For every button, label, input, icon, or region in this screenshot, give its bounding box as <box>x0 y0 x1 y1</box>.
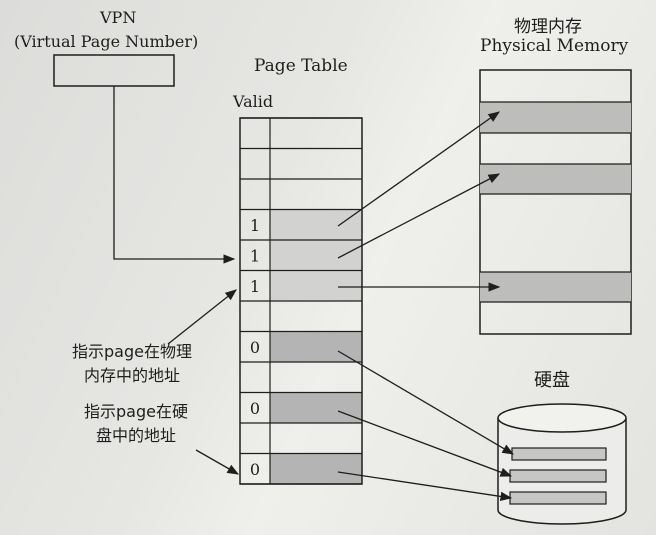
mapping-arrow-disk <box>337 350 515 455</box>
page-table-entry-shade <box>270 240 362 271</box>
valid-column-header: Valid <box>233 92 274 111</box>
memory-frame-used <box>480 272 631 302</box>
disk-block <box>511 447 607 461</box>
disk-title: 硬盘 <box>534 370 570 391</box>
valid-bit: 1 <box>250 216 260 235</box>
disk-annotation-pointer <box>195 449 240 475</box>
valid-bit: 1 <box>250 246 260 265</box>
physical-memory-title-cn: 物理内存 <box>514 17 582 37</box>
disk-address-annotation: 指示page在硬 盘中的地址 <box>84 400 188 448</box>
memory-frame-used <box>480 102 631 133</box>
mapping-arrow-memory <box>337 173 501 259</box>
page-table-title: Page Table <box>254 56 348 76</box>
valid-bit: 0 <box>250 460 260 479</box>
page-table-entry-shade <box>270 453 362 484</box>
disk-block <box>509 469 607 483</box>
vpn-subtitle: (Virtual Page Number) <box>14 32 199 51</box>
memory-address-line-2: 内存中的地址 <box>83 366 180 385</box>
page-table-rows: 1 1 1 0 0 0 <box>239 117 363 485</box>
disk-cylinder <box>497 403 627 525</box>
valid-bit: 0 <box>250 338 260 357</box>
disk-block <box>509 491 607 505</box>
page-table-entry-shade <box>270 392 362 423</box>
disk-top <box>497 403 627 433</box>
valid-bit: 0 <box>250 399 260 418</box>
mapping-arrow-disk <box>337 410 513 477</box>
mapping-arrow-disk <box>337 471 513 502</box>
mapping-arrow-memory <box>337 111 500 227</box>
vpn-box <box>53 54 175 87</box>
disk-address-line-2: 盘中的地址 <box>95 426 176 445</box>
physical-memory-block <box>479 69 632 335</box>
vpn-title: VPN <box>100 8 137 27</box>
memory-address-annotation: 指示page在物理 内存中的地址 <box>72 340 192 388</box>
vpn-lookup-arrow <box>113 86 236 264</box>
memory-frame-used <box>480 164 631 194</box>
disk-address-line-1: 指示page在硬 <box>84 402 188 421</box>
page-table-frame <box>239 117 363 485</box>
page-table-entry-shade <box>270 209 362 240</box>
page-table-entry-shade <box>270 331 362 362</box>
memory-address-line-1: 指示page在物理 <box>72 342 192 361</box>
valid-bit: 1 <box>250 277 260 296</box>
physical-memory-title-en: Physical Memory <box>480 36 629 56</box>
memory-annotation-pointer <box>167 289 237 345</box>
page-table-entry-shade <box>270 270 362 301</box>
physical-memory-frame <box>479 69 632 335</box>
